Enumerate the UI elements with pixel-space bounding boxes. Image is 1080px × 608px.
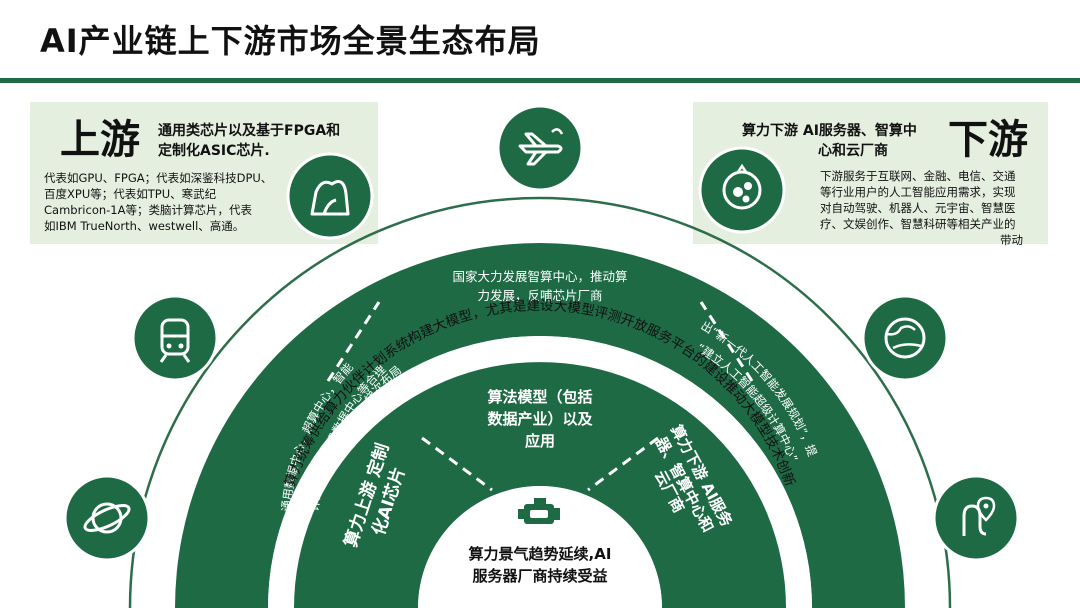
airplane-icon	[496, 104, 584, 192]
upstream-line-2: 百度XPU等；代表如TPU、寒武纪	[44, 187, 217, 201]
core-circle	[418, 486, 662, 608]
upstream-headline-1: 通用类芯片以及基于FPGA和	[158, 123, 341, 139]
core-line-1: 算力景气趋势延续,AI	[469, 545, 612, 563]
downstream-line-2: 等行业用户的人工智能应用需求，实现	[820, 185, 1016, 199]
globe-fruit-icon	[698, 146, 786, 234]
train-icon	[131, 294, 219, 382]
downstream-line-1: 下游服务于互联网、金融、电信、交通	[820, 169, 1016, 183]
inner-center-line-1: 算法模型（包括	[487, 388, 592, 406]
title-divider	[0, 78, 1080, 83]
downstream-headline-2: 心和云厂商	[818, 143, 888, 159]
outer-top-line-2: 力发展，反哺芯片厂商	[477, 288, 602, 303]
planet-icon	[63, 474, 151, 562]
core-line-2: 服务器厂商持续受益	[472, 567, 607, 585]
upstream-headline-2: 定制化ASIC芯片.	[158, 143, 270, 159]
mountain-icon	[286, 152, 374, 240]
inner-band	[294, 362, 786, 608]
outer-top-line-1: 国家大力发展智算中心，推动算	[452, 269, 627, 284]
upstream-line-4: 如IBM TrueNorth、westwell、高通。	[44, 219, 245, 233]
inner-center-line-2: 数据产业）以及	[487, 410, 593, 428]
upstream-line-1: 代表如GPU、FPGA；代表如深鉴科技DPU、	[44, 171, 273, 185]
map-globe-icon	[861, 294, 949, 382]
page-title: AI产业链上下游市场全景生态布局	[40, 22, 541, 60]
downstream-line-3: 对自动驾驶、机器人、元宇宙、智慧医	[820, 201, 1016, 215]
inner-center-line-3: 应用	[525, 432, 555, 450]
downstream-label: 下游	[948, 117, 1028, 163]
upstream-line-3: Cambricon-1A等；类脑计算芯片，代表	[44, 203, 252, 217]
upstream-label: 上游	[60, 117, 140, 163]
downstream-line-5: 带动	[1000, 233, 1023, 247]
outer-arc-line	[128, 196, 952, 608]
route-pin-icon	[932, 474, 1020, 562]
band-separators	[326, 301, 754, 492]
downstream-line-4: 疗、文娱创作、智慧科研等相关产业的	[820, 217, 1016, 231]
engine-icon	[518, 498, 560, 524]
downstream-headline-1: 算力下游 AI服务器、智算中	[742, 123, 917, 139]
